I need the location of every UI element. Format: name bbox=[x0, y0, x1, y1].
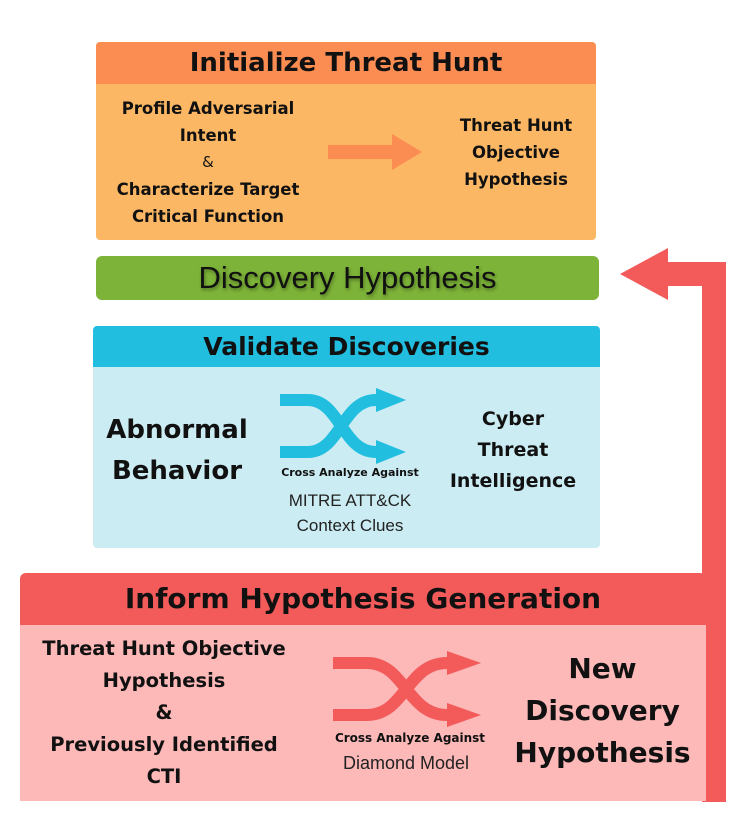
inform-hypothesis-box: Inform Hypothesis Generation Threat Hunt… bbox=[20, 573, 706, 801]
initialize-threat-hunt-box: Initialize Threat Hunt Profile Adversari… bbox=[96, 42, 596, 240]
initialize-output: Threat Hunt Objective Hypothesis bbox=[436, 112, 596, 193]
initialize-ampersand: & bbox=[202, 153, 214, 171]
inform-cross-label: Cross Analyze Against bbox=[334, 731, 486, 745]
initialize-left-line: Intent bbox=[179, 126, 237, 145]
inform-left-line: Threat Hunt Objective bbox=[42, 637, 286, 660]
initialize-left-line: Profile Adversarial bbox=[121, 99, 295, 118]
cyber-threat-intelligence-label: Cyber Threat Intelligence bbox=[433, 404, 593, 497]
discovery-hypothesis-bar: Discovery Hypothesis bbox=[96, 256, 599, 300]
validate-left-line: Behavior bbox=[111, 456, 243, 486]
inform-title: Inform Hypothesis Generation bbox=[20, 573, 706, 625]
diamond-model-label: Diamond Model bbox=[342, 753, 470, 773]
abnormal-behavior-label: Abnormal Behavior bbox=[97, 410, 257, 492]
validate-title: Validate Discoveries bbox=[93, 326, 600, 367]
right-arrow-icon bbox=[328, 134, 422, 170]
initialize-inputs: Profile Adversarial Intent & Characteriz… bbox=[110, 95, 306, 230]
loop-back-arrow-icon bbox=[620, 248, 726, 802]
new-discovery-hypothesis-label: New Discovery Hypothesis bbox=[500, 648, 705, 774]
validate-left-line: Abnormal bbox=[106, 415, 248, 445]
inform-left-line: Hypothesis bbox=[102, 669, 226, 692]
initialize-right-line: Objective bbox=[472, 143, 560, 162]
inform-left-line: CTI bbox=[146, 765, 182, 788]
inform-ampersand: & bbox=[155, 701, 173, 724]
validate-right-line: Intelligence bbox=[449, 470, 577, 492]
inform-left-line: Previously Identified bbox=[50, 733, 278, 756]
initialize-right-line: Hypothesis bbox=[464, 170, 568, 189]
inform-right-line: New bbox=[568, 652, 637, 685]
validate-center-line: Context Clues bbox=[296, 516, 404, 535]
mitre-context-label: MITRE ATT&CK Context Clues bbox=[261, 488, 439, 538]
validate-center-line: MITRE ATT&CK bbox=[288, 491, 412, 510]
shuffle-icon bbox=[333, 651, 481, 727]
inform-inputs: Threat Hunt Objective Hypothesis & Previ… bbox=[36, 633, 292, 793]
inform-right-line: Discovery bbox=[525, 694, 680, 727]
initialize-right-line: Threat Hunt bbox=[459, 116, 573, 135]
inform-right-line: Hypothesis bbox=[514, 736, 691, 769]
initialize-left-line: Characterize Target bbox=[116, 180, 300, 199]
initialize-left-line: Critical Function bbox=[131, 207, 285, 226]
shuffle-icon bbox=[280, 388, 406, 464]
initialize-title: Initialize Threat Hunt bbox=[96, 42, 596, 84]
validate-cross-label: Cross Analyze Against bbox=[281, 466, 419, 479]
validate-discoveries-box: Validate Discoveries Abnormal Behavior C… bbox=[93, 326, 600, 548]
validate-right-line: Cyber bbox=[481, 408, 545, 430]
validate-right-line: Threat bbox=[477, 439, 549, 461]
